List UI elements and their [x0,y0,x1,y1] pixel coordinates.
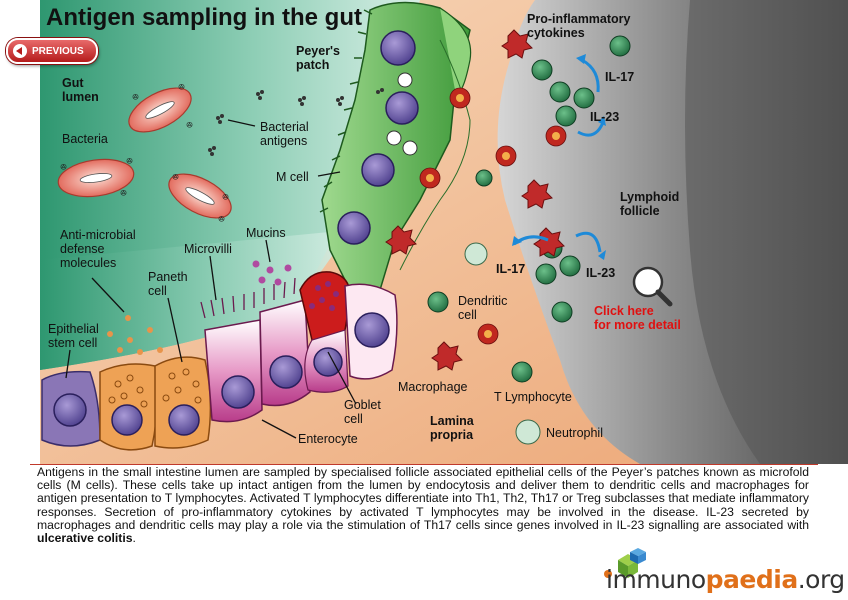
diagram-illustration: ꔮ ꔮ ꔮ ꔮ ꔮ ꔮ ꔮ ꔮ ꔮ [40,0,848,464]
label-gut-lumen: Gut lumen [62,76,99,104]
label-il17-top: IL-17 [605,70,635,84]
label-il23-top: IL-23 [590,110,620,124]
label-t-lymphocyte: T Lymphocyte [494,390,572,404]
label-lamina-propria: Lamina propria [430,414,474,442]
svg-text:ꔮ: ꔮ [60,163,67,173]
page-title: Antigen sampling in the gut [46,4,362,31]
label-m-cell: M cell [276,170,309,184]
svg-text:ꔮ: ꔮ [172,173,179,183]
label-il23-bottom: IL-23 [586,266,616,280]
logo-prefix: immuno [606,565,706,594]
immunopaedia-logo [604,548,646,578]
label-dendritic-cell: Dendritic cell [458,294,508,322]
antigen-sampling-diagram: ꔮ ꔮ ꔮ ꔮ ꔮ ꔮ ꔮ ꔮ ꔮ [6,0,848,464]
epithelium [41,271,398,451]
caption-end: . [132,531,136,546]
label-lymphoid-follicle: Lymphoid follicle [620,190,680,218]
svg-text:ꔮ: ꔮ [178,83,185,93]
antimicrobial-dots [107,315,163,355]
svg-text:ꔮ: ꔮ [126,157,133,167]
svg-text:ꔮ: ꔮ [186,121,193,131]
previous-button-label: PREVIOUS [32,45,84,57]
label-peyers-patch: Peyer's patch [296,44,340,72]
neutrophils [464,242,541,445]
macrophages [385,29,565,371]
svg-text:ꔮ: ꔮ [222,193,229,203]
label-enterocyte: Enterocyte [298,432,358,446]
logo-bold: paedia [705,565,799,594]
label-microvilli: Microvilli [184,242,232,256]
pointer-lines [65,119,357,439]
mucin-dots [252,260,292,286]
label-mucins: Mucins [246,226,286,240]
svg-text:ꔮ: ꔮ [120,189,127,199]
click-here-link[interactable]: Click here for more detail [594,304,681,332]
previous-button[interactable]: PREVIOUS [6,38,98,64]
immune-cells [385,29,631,445]
caption-divider [30,464,818,465]
magnifier-icon[interactable] [632,266,673,307]
label-il17-bottom: IL-17 [496,262,526,276]
logo-wordmark: immunopaedia.org [606,565,845,594]
caption-body: Antigens in the small intestine lumen ar… [37,465,809,532]
more-detail-button[interactable] [626,266,674,314]
t-lymphocytes [427,35,631,383]
back-arrow-icon [13,44,27,58]
logo-suffix: .org [797,565,845,594]
label-macrophage: Macrophage [398,380,468,394]
label-pro-inflammatory-cytokines: Pro-inflammatory cytokines [527,12,631,40]
label-goblet-cell: Goblet cell [344,398,381,426]
bacteria-group: ꔮ ꔮ ꔮ ꔮ ꔮ ꔮ ꔮ ꔮ ꔮ [57,83,384,225]
label-bacteria: Bacteria [62,132,108,146]
label-anti-microbial-defense-molecules: Anti-microbial defense molecules [60,228,136,270]
svg-text:ꔮ: ꔮ [218,215,225,225]
peyers-patch-m-cells [319,1,472,291]
label-neutrophil: Neutrophil [546,426,603,440]
label-bacterial-antigens: Bacterial antigens [260,120,309,148]
label-paneth-cell: Paneth cell [148,270,188,298]
caption-text: Antigens in the small intestine lumen ar… [37,465,809,546]
label-epithelial-stem-cell: Epithelial stem cell [48,322,99,350]
caption-bold-term: ulcerative colitis [37,531,133,546]
svg-text:ꔮ: ꔮ [132,93,139,103]
